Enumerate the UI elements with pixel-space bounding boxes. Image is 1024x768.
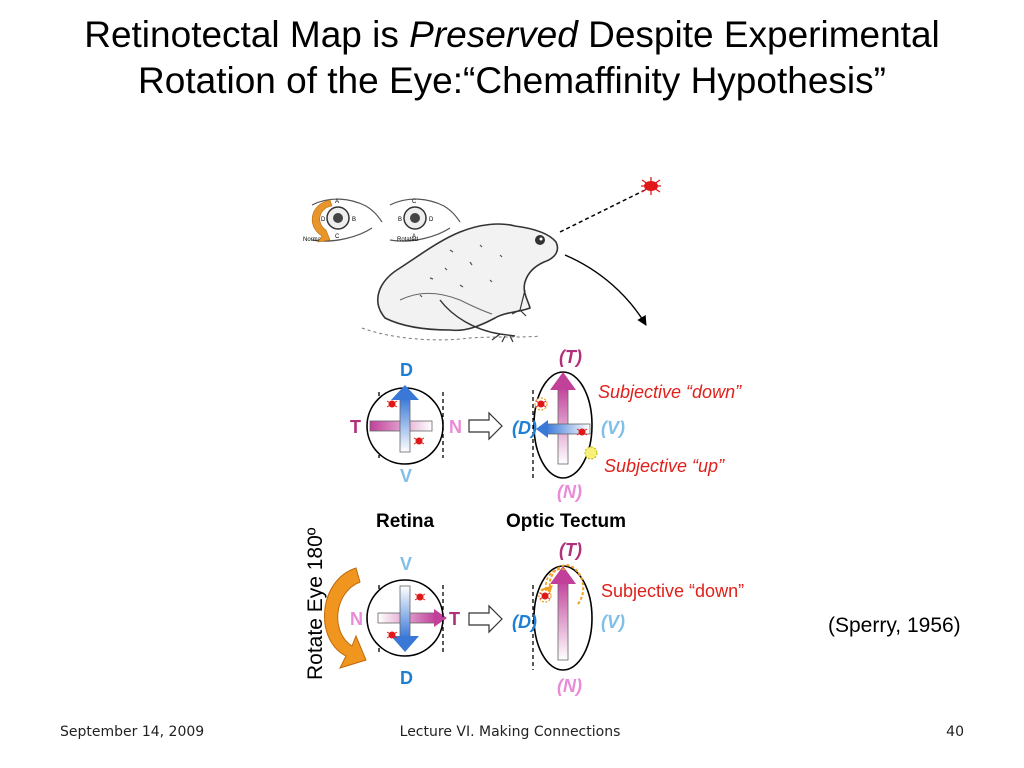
projection-arrow-icon bbox=[468, 411, 503, 441]
subjective-up-marker bbox=[584, 446, 598, 460]
fly-image-icon bbox=[534, 397, 548, 411]
title-text-part: Retinotectal Map is bbox=[84, 14, 410, 55]
title-emphasis: Preserved bbox=[409, 14, 578, 55]
optic-tectum-label: Optic Tectum bbox=[506, 511, 626, 532]
tectum-ventral-label: (V) bbox=[601, 612, 625, 632]
fly-image-icon bbox=[386, 631, 398, 639]
rotated-letter: D bbox=[429, 217, 434, 223]
rotated-letter: B bbox=[398, 217, 402, 223]
retina-ventral-label: V bbox=[400, 466, 412, 486]
bottom-retina: V D N T bbox=[350, 554, 460, 688]
fly-image-icon bbox=[413, 437, 425, 445]
retina-label: Retina bbox=[376, 511, 435, 532]
tectum-temporal-label: (T) bbox=[559, 347, 582, 367]
top-retina: D V T N bbox=[350, 360, 462, 486]
tectum-ventral-label: (V) bbox=[601, 418, 625, 438]
footer-page-number: 40 bbox=[946, 724, 964, 740]
retina-dorsal-label: D bbox=[400, 668, 413, 688]
rotated-frog-head-sketch: C D A B Rotated bbox=[389, 198, 461, 243]
inset-rotate-arrow-icon bbox=[311, 199, 333, 243]
retina-nasal-label: N bbox=[449, 417, 462, 437]
tectum-dorsal-label: (D) bbox=[512, 612, 537, 632]
subjective-down-path bbox=[540, 564, 585, 605]
bottom-tectum: (T) (N) (D) (V) bbox=[512, 540, 625, 696]
subjective-up-label: Subjective “up” bbox=[604, 456, 725, 476]
frog-illustration bbox=[361, 223, 559, 343]
tectum-nasal-label: (N) bbox=[557, 676, 582, 696]
fly-image-icon bbox=[414, 593, 426, 601]
fly-image-icon bbox=[538, 589, 552, 603]
citation: (Sperry, 1956) bbox=[828, 614, 961, 637]
retina-dorsal-label: D bbox=[400, 360, 413, 380]
rotated-letter: C bbox=[412, 199, 417, 205]
strike-direction-arrow bbox=[564, 254, 647, 326]
tectum-temporal-label: (T) bbox=[559, 540, 582, 560]
retina-ventral-label: V bbox=[400, 554, 412, 574]
rotate-arrow-icon bbox=[324, 567, 367, 669]
normal-letter: A bbox=[335, 199, 339, 205]
retina-nasal-label: N bbox=[350, 609, 363, 629]
fly-image-icon bbox=[386, 400, 398, 408]
top-tectum: (T) (N) (D) (V) bbox=[512, 347, 625, 502]
fly-target-icon bbox=[641, 177, 661, 195]
footer-lecture: Lecture VI. Making Connections bbox=[399, 724, 621, 740]
normal-letter: D bbox=[321, 217, 326, 223]
normal-frog-head-sketch: A B C D Normal bbox=[303, 198, 383, 243]
title-text-part: Despite Experimental bbox=[577, 14, 940, 55]
normal-letter: B bbox=[352, 217, 356, 223]
eye-rotation-inset: A B C D Normal C D A B Rotated bbox=[303, 198, 461, 243]
normal-letter: C bbox=[335, 234, 340, 240]
slide-title: Retinotectal Map is Preserved Despite Ex… bbox=[0, 12, 1024, 104]
rotated-label: Rotated bbox=[397, 237, 418, 243]
rotated-letter: A bbox=[412, 234, 416, 240]
subjective-down-label: Subjective “down” bbox=[598, 382, 742, 402]
title-line-2: Rotation of the Eye:“Chemaffinity Hypoth… bbox=[138, 60, 886, 101]
fly-image-icon bbox=[576, 428, 588, 436]
title-line-1: Retinotectal Map is Preserved Despite Ex… bbox=[0, 12, 1024, 58]
retina-temporal-label: T bbox=[449, 609, 460, 629]
subjective-down-label: Subjective “down” bbox=[601, 581, 744, 601]
footer-date: September 14, 2009 bbox=[60, 724, 205, 740]
normal-label: Normal bbox=[303, 237, 322, 243]
retina-temporal-label: T bbox=[350, 417, 361, 437]
tectum-dorsal-label: (D) bbox=[512, 418, 537, 438]
projection-arrow-icon bbox=[468, 604, 503, 634]
rotate-eye-label: Rotate Eye 180º bbox=[304, 527, 327, 680]
tectum-nasal-label: (N) bbox=[557, 482, 582, 502]
line-of-sight bbox=[559, 189, 646, 233]
